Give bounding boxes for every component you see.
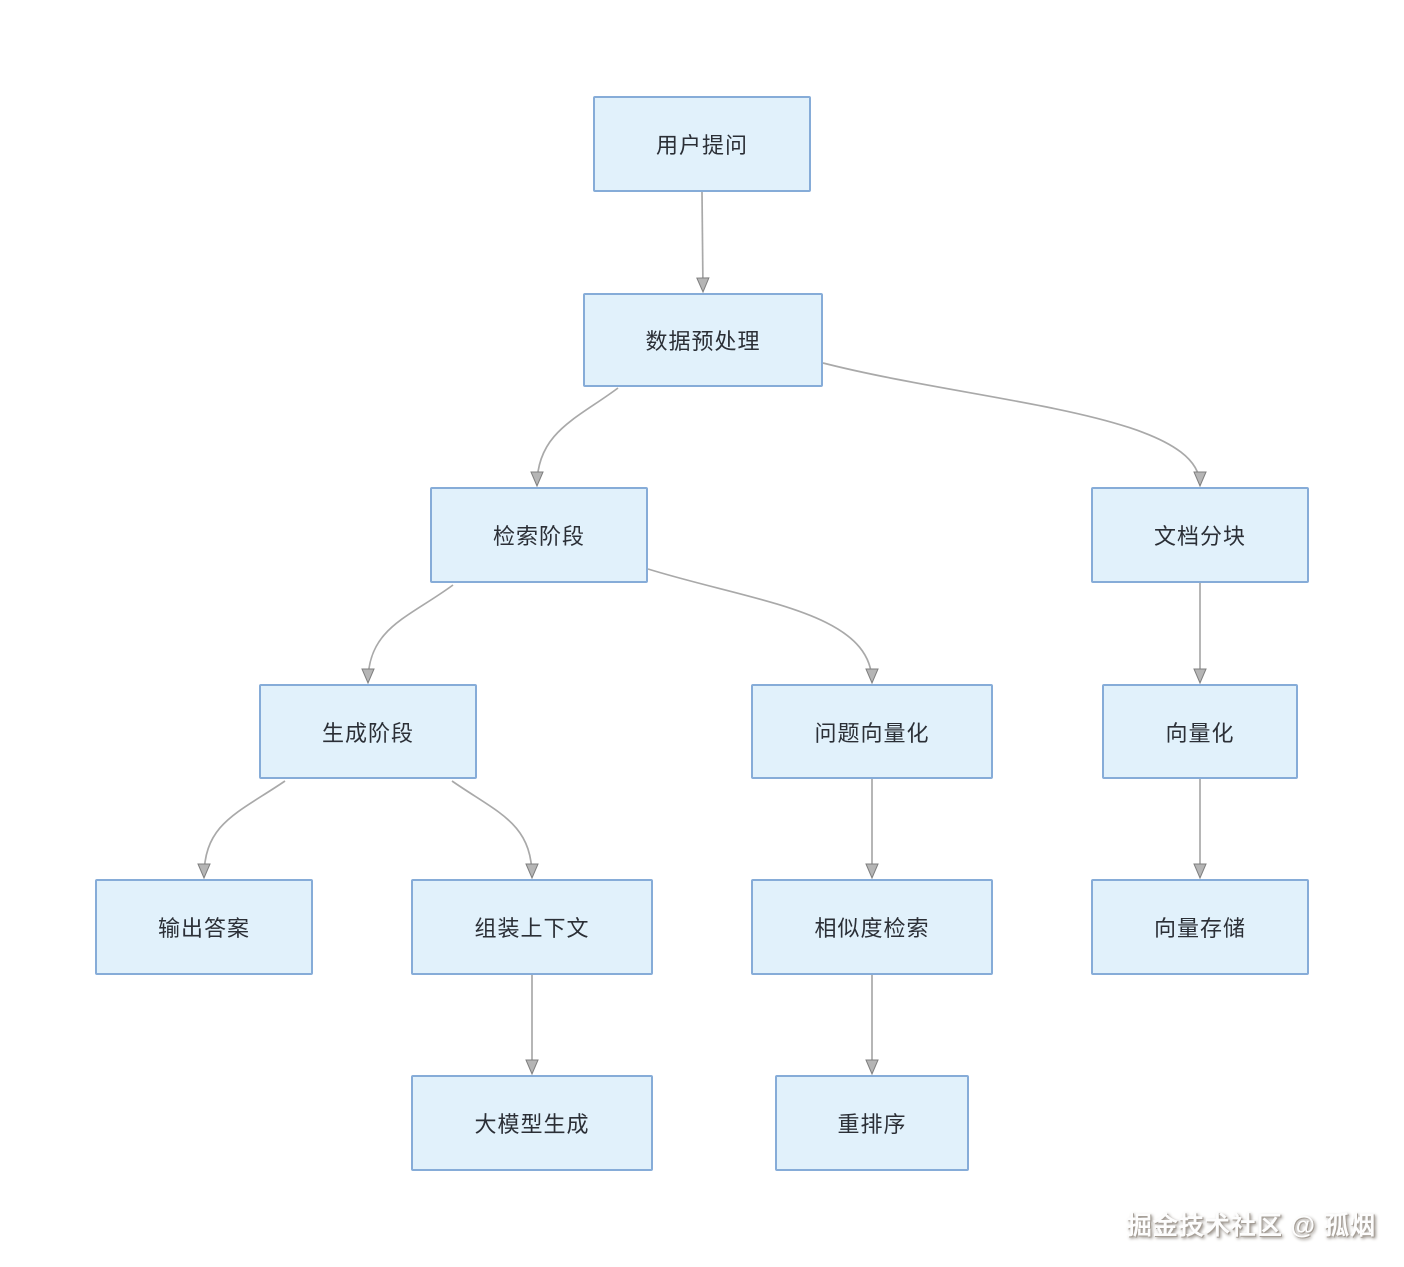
node-label: 检索阶段 [492, 524, 585, 549]
node-label: 大模型生成 [474, 1112, 590, 1137]
node-similarity-search: 相似度检索 [751, 879, 993, 975]
edge-data-preprocessing-to-retrieval-stage [537, 387, 619, 485]
watermark-text: 掘金技术社区 @ 孤烟 [1126, 1212, 1376, 1240]
node-output-answer: 输出答案 [95, 879, 313, 975]
node-vector-storage: 向量存储 [1091, 879, 1309, 975]
node-document-chunking: 文档分块 [1091, 487, 1309, 583]
node-rerank: 重排序 [775, 1075, 969, 1171]
edge-generation-stage-to-output-answer [204, 780, 286, 877]
node-assemble-context: 组装上下文 [411, 879, 653, 975]
node-data-preprocessing: 数据预处理 [583, 293, 823, 387]
node-label: 用户提问 [655, 133, 748, 158]
node-label: 组装上下文 [474, 916, 590, 941]
node-question-vectorization: 问题向量化 [751, 684, 993, 779]
edge-user-question-to-data-preprocessing [702, 191, 703, 291]
edge-generation-stage-to-assemble-context [451, 780, 532, 877]
edge-retrieval-stage-to-generation-stage [368, 584, 454, 682]
node-label: 输出答案 [157, 916, 250, 941]
node-llm-generation: 大模型生成 [411, 1075, 653, 1171]
node-user-question: 用户提问 [593, 96, 811, 192]
edge-retrieval-stage-to-question-vectorization [647, 568, 872, 682]
node-generation-stage: 生成阶段 [259, 684, 477, 779]
node-retrieval-stage: 检索阶段 [430, 487, 648, 583]
node-label: 向量存储 [1153, 916, 1246, 941]
node-vectorization: 向量化 [1102, 684, 1298, 779]
edge-data-preprocessing-to-document-chunking [822, 362, 1200, 485]
node-label: 生成阶段 [321, 720, 414, 746]
node-label: 重排序 [837, 1112, 907, 1137]
node-label: 相似度检索 [814, 916, 930, 941]
node-label: 向量化 [1165, 720, 1235, 746]
node-label: 问题向量化 [814, 720, 930, 746]
node-label: 数据预处理 [645, 329, 761, 354]
node-label: 文档分块 [1153, 524, 1246, 549]
